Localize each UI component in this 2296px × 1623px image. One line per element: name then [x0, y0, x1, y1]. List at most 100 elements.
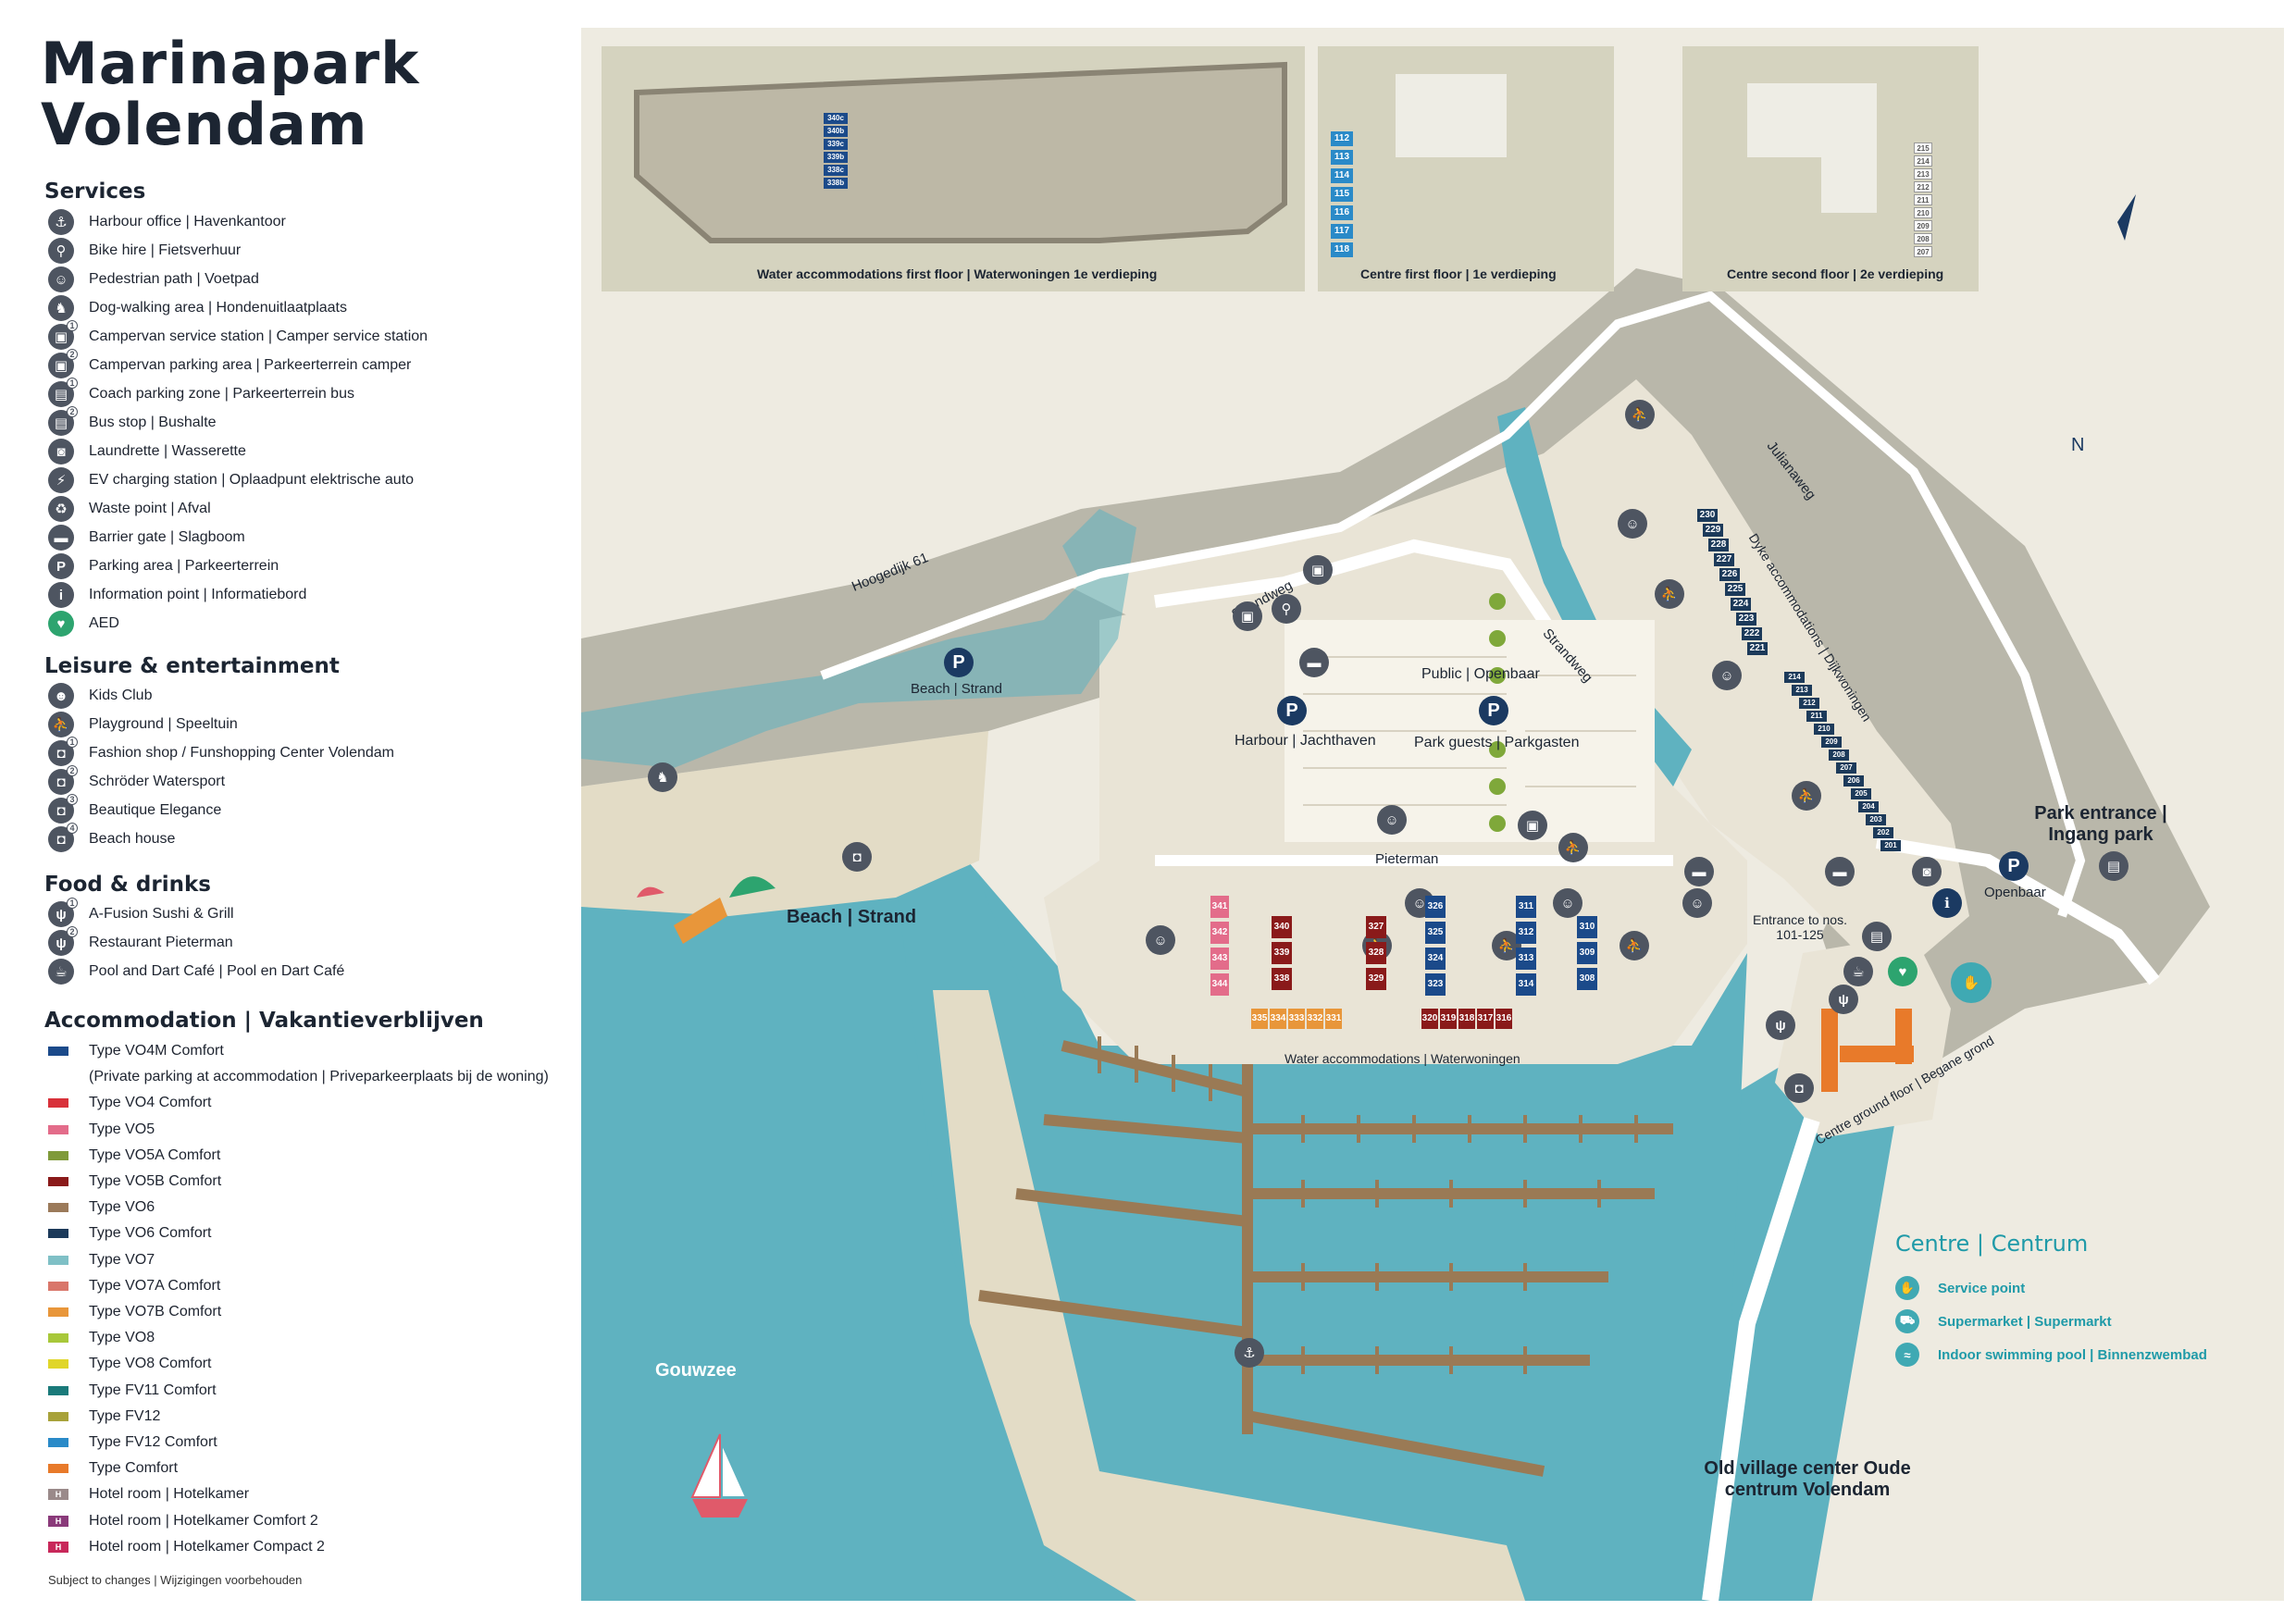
accommodation-unit[interactable]: 331: [1325, 1009, 1342, 1029]
accommodation-unit[interactable]: 333: [1288, 1009, 1305, 1029]
accommodation-unit[interactable]: 215: [1914, 142, 1932, 154]
accommodation-unit[interactable]: 203: [1866, 814, 1886, 825]
accommodation-unit[interactable]: 113: [1331, 150, 1353, 165]
shop-icon[interactable]: ◘: [1784, 1073, 1814, 1103]
laundrette-icon[interactable]: ◙: [1912, 857, 1942, 886]
campervan-service-icon[interactable]: ▣: [1233, 601, 1262, 631]
playground-icon[interactable]: ⛹: [1625, 400, 1655, 429]
accommodation-unit[interactable]: 325: [1425, 922, 1446, 944]
accommodation-unit[interactable]: 229: [1703, 524, 1723, 537]
accommodation-unit[interactable]: 309: [1577, 942, 1597, 964]
aed-icon[interactable]: ♥: [1888, 957, 1917, 986]
parking-icon[interactable]: P: [1479, 696, 1508, 725]
accommodation-unit[interactable]: 339: [1272, 942, 1292, 964]
accommodation-unit[interactable]: 340: [1272, 916, 1292, 938]
campervan-service-icon[interactable]: ▣: [1518, 811, 1547, 840]
accommodation-unit[interactable]: 324: [1425, 948, 1446, 970]
accommodation-unit[interactable]: 214: [1784, 672, 1805, 683]
accommodation-unit[interactable]: 338: [1272, 968, 1292, 990]
pedestrian-icon[interactable]: ☺: [1712, 661, 1742, 690]
parking-icon[interactable]: P: [1999, 851, 2029, 881]
accommodation-unit[interactable]: 227: [1714, 553, 1734, 566]
accommodation-unit[interactable]: 316: [1496, 1009, 1512, 1029]
playground-icon[interactable]: ⛹: [1655, 579, 1684, 609]
accommodation-unit[interactable]: 212: [1799, 698, 1819, 709]
info-icon[interactable]: i: [1932, 888, 1962, 918]
barrier-icon[interactable]: ▬: [1684, 857, 1714, 886]
accommodation-unit[interactable]: 225: [1725, 583, 1745, 596]
accommodation-unit[interactable]: 318: [1458, 1009, 1475, 1029]
accommodation-unit[interactable]: 313: [1516, 948, 1536, 970]
accommodation-unit[interactable]: 328: [1366, 942, 1386, 964]
pedestrian-icon[interactable]: ☺: [1618, 509, 1647, 539]
accommodation-unit[interactable]: 314: [1516, 973, 1536, 996]
accommodation-unit[interactable]: 344: [1210, 973, 1229, 996]
accommodation-unit[interactable]: 323: [1425, 973, 1446, 996]
accommodation-unit[interactable]: 201: [1880, 840, 1901, 851]
anchor-icon[interactable]: ⚓: [1235, 1338, 1264, 1368]
accommodation-unit[interactable]: 312: [1516, 922, 1536, 944]
accommodation-unit[interactable]: 311: [1516, 896, 1536, 918]
accommodation-unit[interactable]: 341: [1210, 896, 1229, 918]
accommodation-unit[interactable]: 112: [1331, 131, 1353, 146]
accommodation-unit[interactable]: 206: [1843, 775, 1864, 787]
bike-icon[interactable]: ⚲: [1272, 594, 1301, 624]
accommodation-unit[interactable]: 230: [1697, 509, 1718, 522]
accommodation-unit[interactable]: 342: [1210, 922, 1229, 944]
accommodation-unit[interactable]: 338c: [824, 165, 848, 176]
accommodation-unit[interactable]: 320: [1421, 1009, 1438, 1029]
accommodation-unit[interactable]: 208: [1829, 750, 1849, 761]
accommodation-unit[interactable]: 208: [1914, 233, 1932, 244]
campervan-parking-icon[interactable]: ▣: [1303, 555, 1333, 585]
accommodation-unit[interactable]: 116: [1331, 205, 1353, 220]
accommodation-unit[interactable]: 343: [1210, 948, 1229, 970]
accommodation-unit[interactable]: 308: [1577, 968, 1597, 990]
accommodation-unit[interactable]: 317: [1477, 1009, 1494, 1029]
playground-icon[interactable]: ⛹: [1558, 833, 1588, 862]
accommodation-unit[interactable]: 115: [1331, 187, 1353, 202]
accommodation-unit[interactable]: 221: [1747, 642, 1768, 655]
playground-icon[interactable]: ⛹: [1792, 781, 1821, 811]
barrier-icon[interactable]: ▬: [1299, 648, 1329, 677]
accommodation-unit[interactable]: 210: [1914, 207, 1932, 218]
coach-icon[interactable]: ▤: [1862, 922, 1892, 951]
playground-icon[interactable]: ⛹: [1620, 931, 1649, 960]
accommodation-unit[interactable]: 226: [1719, 568, 1740, 581]
accommodation-unit[interactable]: 334: [1270, 1009, 1286, 1029]
shop-icon[interactable]: ◘: [842, 842, 872, 872]
dog-icon[interactable]: ♞: [648, 762, 677, 792]
parking-icon[interactable]: P: [944, 648, 974, 677]
accommodation-unit[interactable]: 207: [1836, 762, 1856, 774]
accommodation-unit[interactable]: 335: [1251, 1009, 1268, 1029]
accommodation-unit[interactable]: 212: [1914, 181, 1932, 192]
accommodation-unit[interactable]: 211: [1914, 194, 1932, 205]
pedestrian-icon[interactable]: ☺: [1682, 888, 1712, 918]
accommodation-unit[interactable]: 340c: [824, 113, 848, 124]
accommodation-unit[interactable]: 204: [1858, 801, 1879, 812]
service-point-icon[interactable]: ✋: [1951, 962, 1992, 1003]
accommodation-unit[interactable]: 211: [1806, 711, 1827, 722]
accommodation-unit[interactable]: 114: [1331, 168, 1353, 183]
accommodation-unit[interactable]: 210: [1814, 724, 1834, 735]
pedestrian-icon[interactable]: ☺: [1553, 888, 1582, 918]
accommodation-unit[interactable]: 310: [1577, 916, 1597, 938]
accommodation-unit[interactable]: 224: [1731, 598, 1751, 611]
accommodation-unit[interactable]: 118: [1331, 242, 1353, 257]
barrier-icon[interactable]: ▬: [1825, 857, 1855, 886]
accommodation-unit[interactable]: 209: [1821, 737, 1842, 748]
cafe-icon[interactable]: ☕: [1843, 957, 1873, 986]
restaurant-icon[interactable]: ψ: [1766, 1010, 1795, 1040]
accommodation-unit[interactable]: 202: [1873, 827, 1893, 838]
pedestrian-icon[interactable]: ☺: [1146, 925, 1175, 955]
bus-stop-icon[interactable]: ▤: [2099, 851, 2128, 881]
accommodation-unit[interactable]: 327: [1366, 916, 1386, 938]
restaurant-icon[interactable]: ψ: [1829, 985, 1858, 1014]
accommodation-unit[interactable]: 205: [1851, 788, 1871, 799]
accommodation-unit[interactable]: 213: [1792, 685, 1812, 696]
accommodation-unit[interactable]: 222: [1742, 627, 1762, 640]
pedestrian-icon[interactable]: ☺: [1377, 805, 1407, 835]
site-map[interactable]: Water accommodations first floor | Water…: [581, 28, 2284, 1601]
accommodation-unit[interactable]: 117: [1331, 224, 1353, 239]
accommodation-unit[interactable]: 332: [1307, 1009, 1323, 1029]
accommodation-unit[interactable]: 340b: [824, 126, 848, 137]
